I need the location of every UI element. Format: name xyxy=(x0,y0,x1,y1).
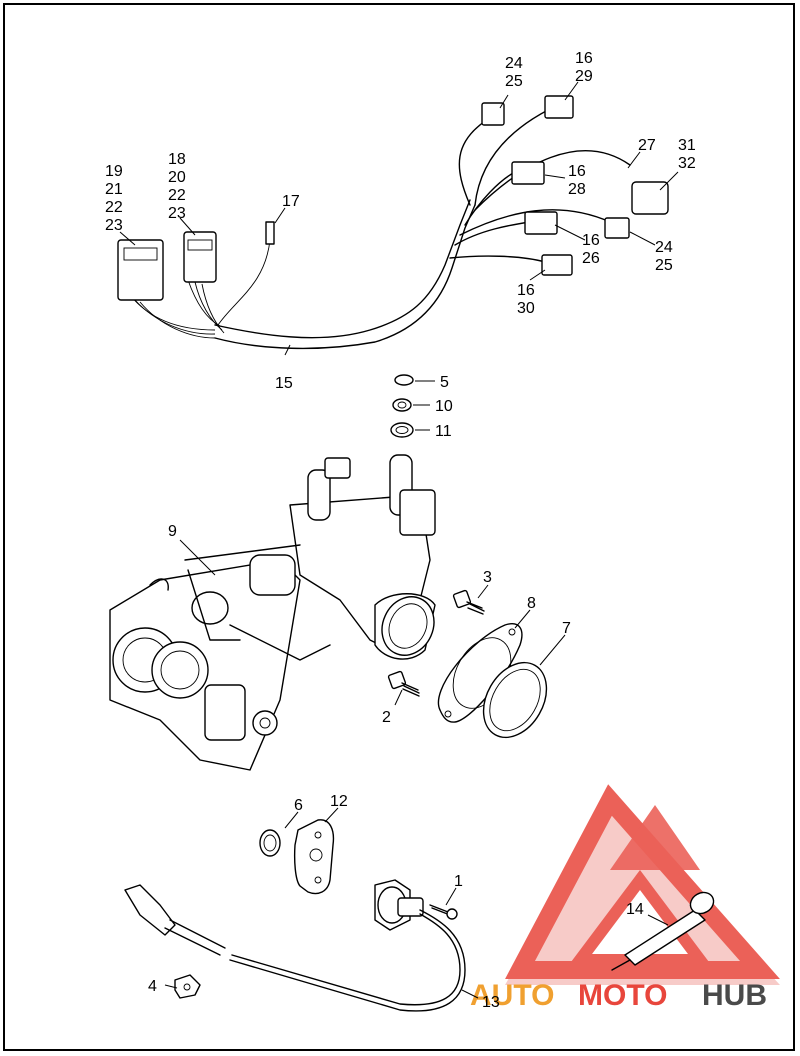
sensor-body xyxy=(229,879,466,1012)
callout-27: 27 xyxy=(638,137,656,154)
watermark-moto: MOTO xyxy=(578,979,667,1012)
callout-4: 4 xyxy=(148,978,157,995)
watermark-auto: AUTO xyxy=(470,979,554,1012)
seal-5 xyxy=(394,374,414,386)
seal-6 xyxy=(259,829,281,857)
clip-4 xyxy=(174,974,201,999)
callout-7: 7 xyxy=(562,620,571,637)
callout-18: 18 xyxy=(168,151,186,168)
callout-22-mid: 22 xyxy=(168,187,186,204)
seal-10 xyxy=(392,398,412,412)
connector-16-28 xyxy=(511,161,545,185)
callout-25-top: 25 xyxy=(505,73,523,90)
callout-6: 6 xyxy=(294,797,303,814)
callout-19: 19 xyxy=(105,163,123,180)
callout-21: 21 xyxy=(105,181,123,198)
callout-8: 8 xyxy=(527,595,536,612)
spacer-12 xyxy=(293,819,335,895)
leader-lines xyxy=(119,81,679,999)
bracket-9 xyxy=(184,544,301,561)
connector-16-30 xyxy=(541,254,573,276)
callout-1: 1 xyxy=(454,873,463,890)
connector-19-23 xyxy=(117,239,164,301)
callout-2: 2 xyxy=(382,709,391,726)
callout-16-c: 16 xyxy=(582,232,600,249)
seal-11 xyxy=(390,422,414,438)
callout-28: 28 xyxy=(568,181,586,198)
callout-3: 3 xyxy=(483,569,492,586)
callout-24-right: 24 xyxy=(655,239,673,256)
flange-8 xyxy=(437,623,523,723)
callout-23-mid: 23 xyxy=(168,205,186,222)
callout-15: 15 xyxy=(275,375,293,392)
bolt-3 xyxy=(452,589,485,615)
watermark-hub: HUB xyxy=(702,979,767,1012)
wiring-harness xyxy=(117,95,669,350)
connector-24-25-top xyxy=(481,102,505,126)
callout-5: 5 xyxy=(440,374,449,391)
callout-17: 17 xyxy=(282,193,300,210)
callout-32: 32 xyxy=(678,155,696,172)
throttle-body-assembly xyxy=(109,454,436,771)
callout-31: 31 xyxy=(678,137,696,154)
connector-16-26 xyxy=(524,211,558,235)
seal-7 xyxy=(482,661,548,739)
callout-25-right: 25 xyxy=(655,257,673,274)
callout-11: 11 xyxy=(435,423,452,440)
callout-9: 9 xyxy=(168,523,177,540)
temp-sensor-17 xyxy=(265,221,275,245)
connector-24-25-right xyxy=(604,217,630,239)
watermark-text: AUTO MOTO HUB xyxy=(470,979,767,1012)
callout-20: 20 xyxy=(168,169,186,186)
callout-26: 26 xyxy=(582,250,600,267)
diagram-frame xyxy=(3,3,795,1051)
callout-30: 30 xyxy=(517,300,535,317)
callout-labels: 24 25 16 29 19 21 22 23 18 20 22 23 17 2… xyxy=(105,50,696,1011)
callout-16-top: 16 xyxy=(575,50,593,67)
screw-1 xyxy=(429,904,458,920)
callout-23-left: 23 xyxy=(105,217,123,234)
callout-29: 29 xyxy=(575,68,593,85)
callout-12: 12 xyxy=(330,793,348,810)
sensor-14 xyxy=(611,891,715,971)
sensor-connector xyxy=(124,884,226,956)
callout-13: 13 xyxy=(482,994,500,1011)
connector-18-23 xyxy=(183,231,217,283)
callout-22-left: 22 xyxy=(105,199,123,216)
callout-14: 14 xyxy=(626,901,644,918)
callout-16-d: 16 xyxy=(517,282,535,299)
callout-10: 10 xyxy=(435,398,453,415)
seal-stack xyxy=(390,374,414,438)
connector-16-29 xyxy=(544,95,574,119)
callout-16-b: 16 xyxy=(568,163,586,180)
bolt-2 xyxy=(387,670,420,697)
callout-24-top: 24 xyxy=(505,55,523,72)
connector-31-32 xyxy=(631,181,669,215)
